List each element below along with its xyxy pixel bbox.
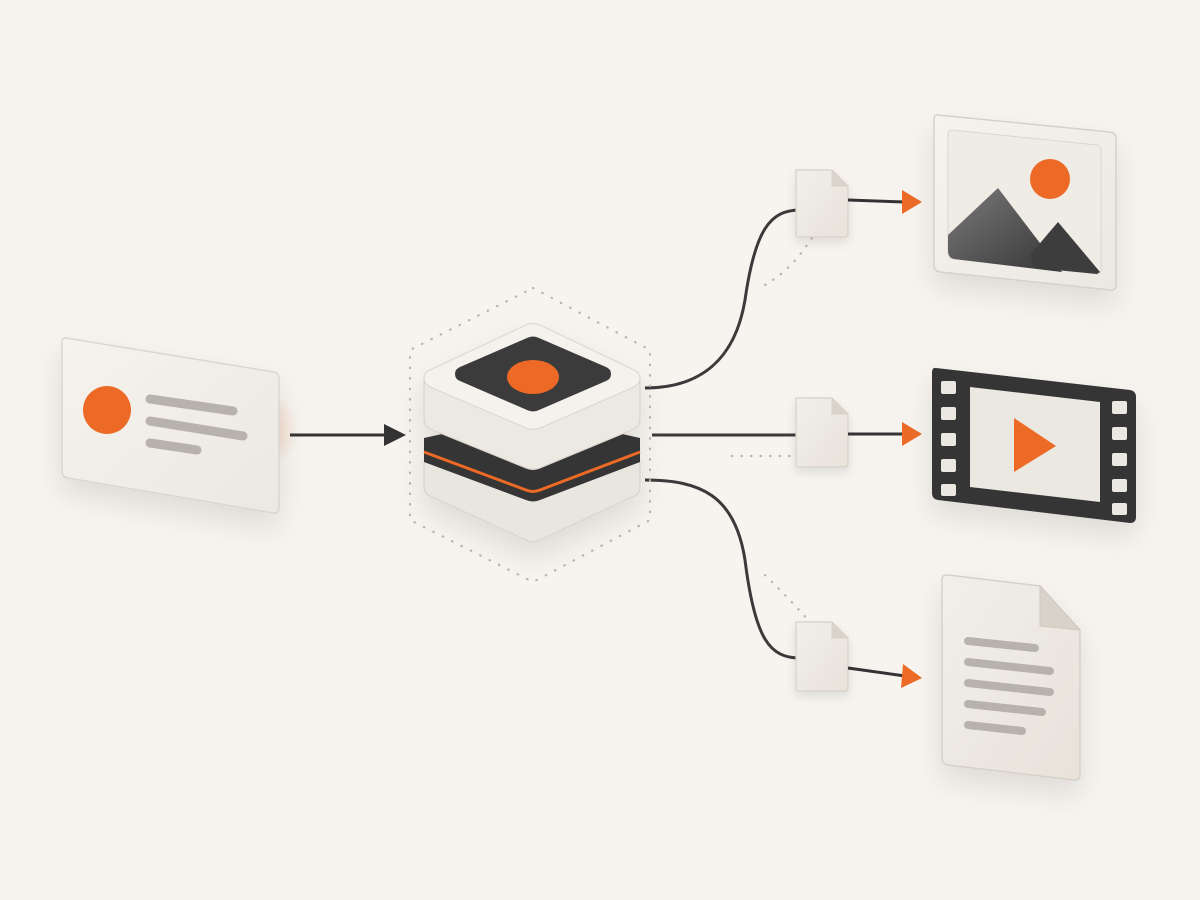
file-icon [795, 169, 849, 238]
profile-text-line-1 [145, 394, 238, 416]
document-icon [941, 574, 1082, 781]
source-card [61, 337, 300, 514]
document-line-5 [964, 721, 1026, 735]
dotted-guide-bottom [763, 573, 814, 627]
branch-top [795, 169, 922, 238]
branch-bottom [795, 621, 922, 692]
input-arrow-head [384, 424, 406, 446]
processor-stack [408, 286, 652, 584]
branch-line-bottom [644, 478, 801, 660]
file-icon [795, 621, 849, 692]
stack-core-dot [507, 360, 559, 394]
video-output-card [932, 367, 1136, 523]
branch-line-top [644, 208, 801, 390]
image-icon [948, 159, 1100, 274]
play-icon [1014, 418, 1056, 472]
file-icon [795, 397, 849, 468]
document-line-4 [964, 700, 1046, 716]
output-arrowhead-top [902, 190, 922, 214]
document-line-3 [964, 679, 1054, 696]
layered-stack-icon [423, 322, 641, 543]
branch-lines [644, 208, 801, 660]
document-page [941, 574, 1081, 781]
output-arrowhead-bottom [901, 664, 922, 688]
profile-card-icon [83, 386, 248, 455]
output-arrow-shaft-top [847, 198, 906, 204]
image-sun [1030, 159, 1070, 199]
document-output-card [941, 574, 1082, 781]
video-icon [932, 367, 1136, 523]
profile-avatar-dot [83, 386, 131, 434]
stack-orange-stripe [423, 450, 641, 493]
output-arrow-shaft-bottom [847, 666, 906, 678]
dotted-guides [730, 236, 814, 627]
video-perforations-right [1112, 401, 1127, 515]
output-arrowhead-middle [902, 422, 922, 446]
document-fold [1039, 584, 1082, 631]
document-text-lines [964, 637, 1054, 735]
image-mountain-front [1030, 222, 1100, 274]
document-line-2 [964, 658, 1054, 675]
profile-text-line-3 [145, 438, 202, 455]
document-line-1 [964, 637, 1039, 652]
profile-text-line-2 [145, 416, 248, 441]
dotted-guide-top [763, 236, 814, 287]
arrow-right-icon [290, 424, 406, 446]
branch-middle [795, 397, 922, 468]
image-output-card [933, 114, 1117, 291]
video-perforations-left [941, 381, 956, 496]
